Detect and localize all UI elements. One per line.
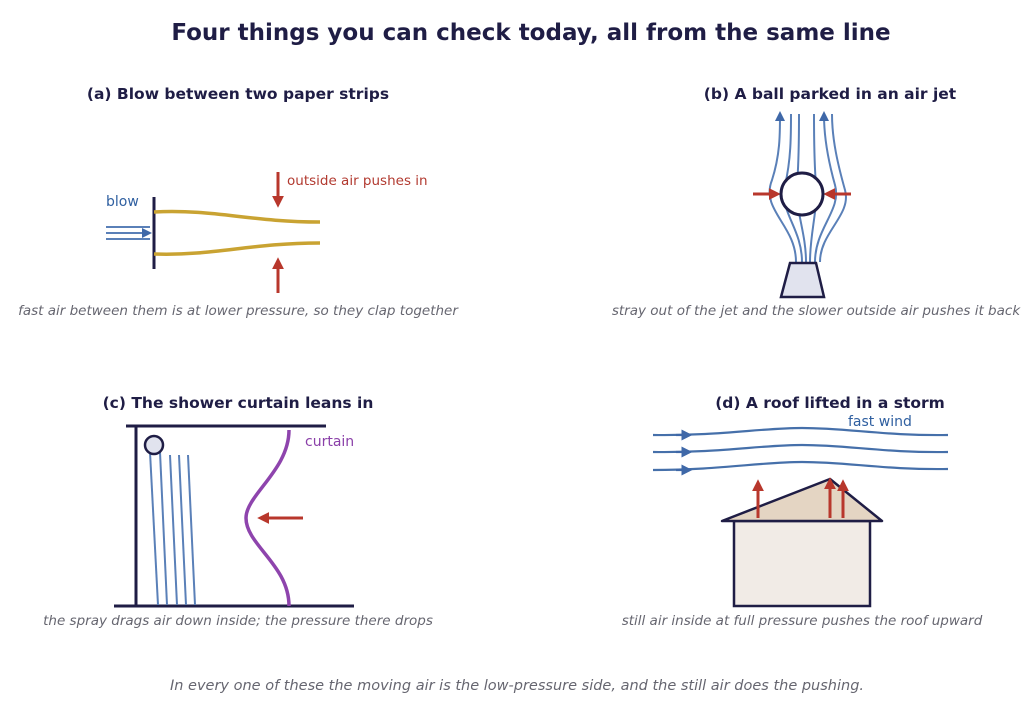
panel-b-caption: stray out of the jet and the slower outs… <box>612 303 1021 319</box>
panel-c-title: (c) The shower curtain leans in <box>103 394 374 412</box>
panel-b-title: (b) A ball parked in an air jet <box>704 85 957 103</box>
curtain-label: curtain <box>305 434 354 450</box>
paper-strip-top <box>153 209 321 224</box>
page-title: Four things you can check today, all fro… <box>171 20 890 46</box>
blow-air-lines <box>106 226 152 240</box>
paper-strip-bottom <box>153 241 321 256</box>
panel-a-title: (a) Blow between two paper strips <box>87 85 389 103</box>
panel-a-caption: fast air between them is at lower pressu… <box>18 303 459 319</box>
panel-c: (c) The shower curtain leans in curtain … <box>43 394 433 629</box>
panel-d: (d) A roof lifted in a storm fast wind s… <box>622 394 983 629</box>
panel-d-title: (d) A roof lifted in a storm <box>715 394 945 412</box>
panel-c-caption: the spray drags air down inside; the pre… <box>43 613 433 629</box>
air-nozzle <box>779 261 826 299</box>
panel-a: (a) Blow between two paper strips blow o… <box>18 85 459 319</box>
house-roof <box>720 477 884 523</box>
ball <box>779 171 825 217</box>
outside-air-label: outside air pushes in <box>287 173 428 189</box>
panel-b: (b) A ball parked in an air jet stray ou… <box>612 85 1021 319</box>
panel-d-caption: still air inside at full pressure pushes… <box>622 613 983 629</box>
footer-note: In every one of these the moving air is … <box>170 678 864 694</box>
house-body <box>732 519 872 608</box>
water-spray <box>149 451 196 606</box>
blow-label: blow <box>106 194 139 210</box>
shower-head <box>143 434 165 456</box>
shower-curtain <box>244 429 291 607</box>
fast-wind-label: fast wind <box>848 414 912 430</box>
wind-lines <box>652 426 949 476</box>
